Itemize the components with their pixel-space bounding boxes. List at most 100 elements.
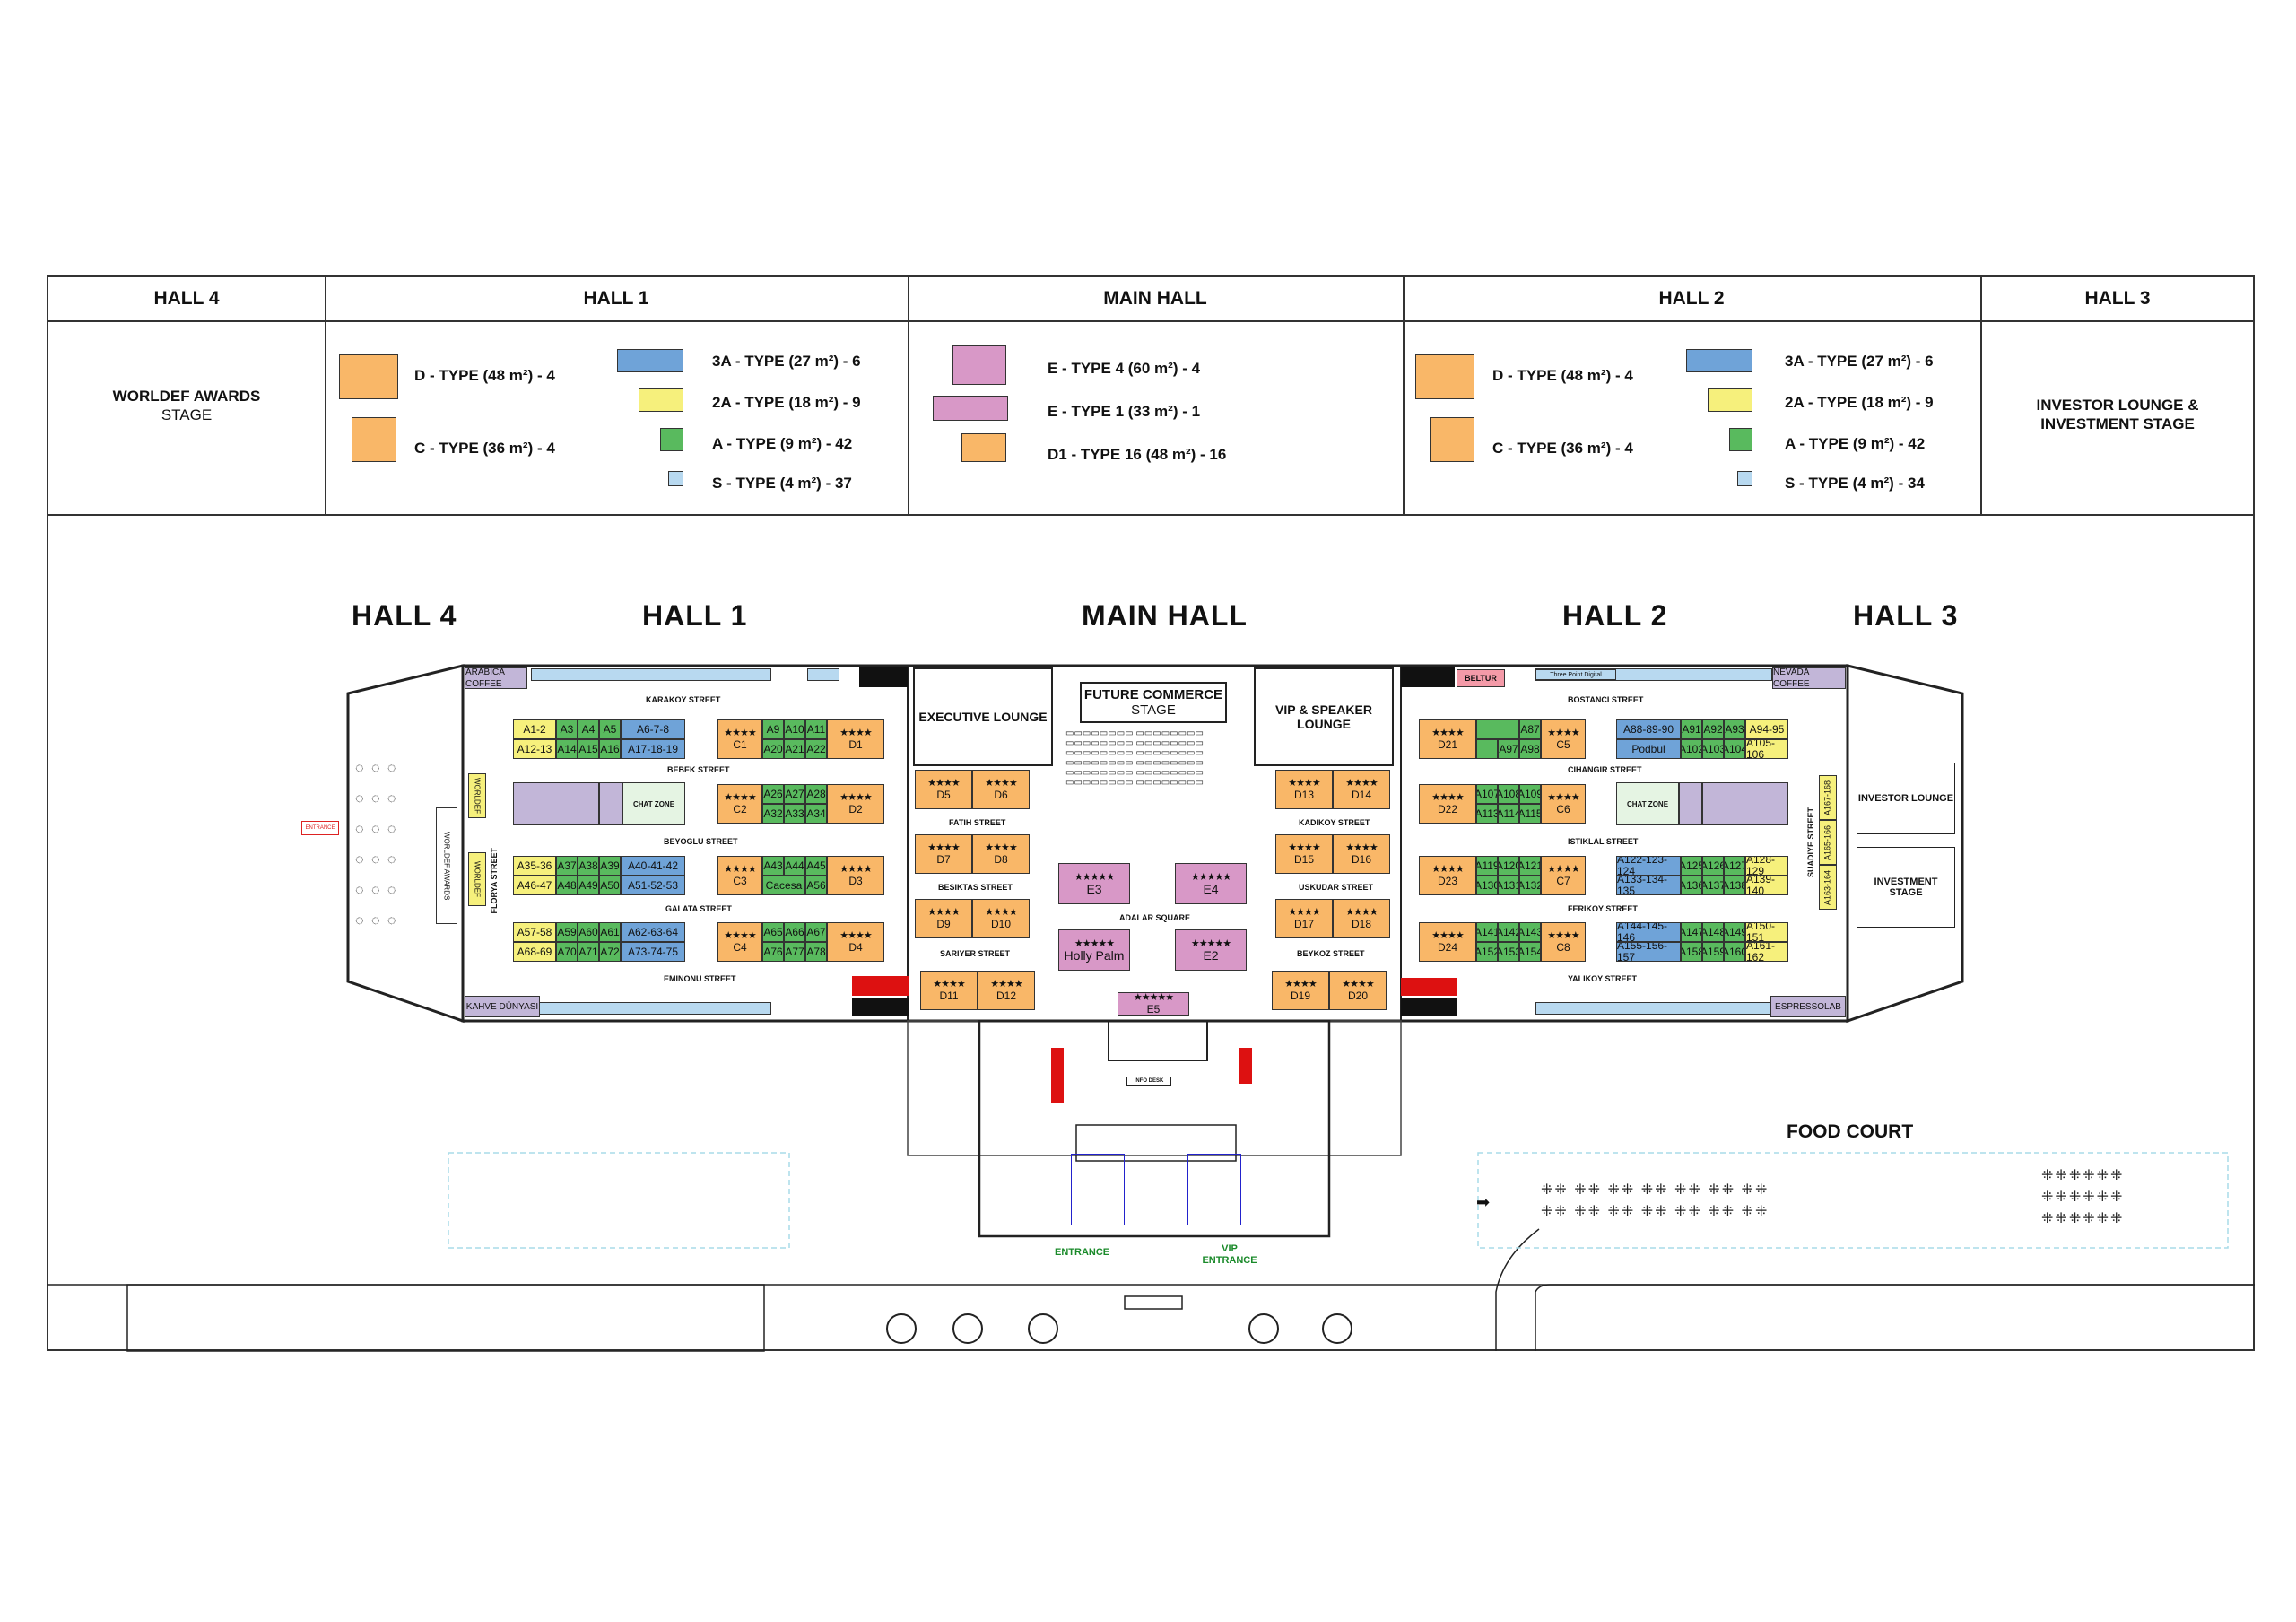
booth-a60[interactable]: A60 (578, 922, 599, 942)
booth-a121[interactable]: A121 (1519, 856, 1541, 876)
booth-c1[interactable]: ★★★★C1 (718, 719, 762, 759)
arabica-coffee[interactable]: ARABICA COFFEE (465, 667, 527, 689)
booth-a132[interactable]: A132 (1519, 876, 1541, 895)
booth-a154[interactable]: A154 (1519, 942, 1541, 962)
booth-a27[interactable]: A27 (784, 784, 805, 804)
investor-lounge[interactable]: INVESTOR LOUNGE (1857, 763, 1955, 834)
booth-a109[interactable]: A109 (1519, 784, 1541, 804)
booth-a114[interactable]: A114 (1498, 804, 1519, 824)
booth-a92[interactable]: A92 (1702, 719, 1724, 739)
booth-a10[interactable]: A10 (784, 719, 805, 739)
booth-a131[interactable]: A131 (1498, 876, 1519, 895)
booth-a40-41-42[interactable]: A40-41-42 (621, 856, 685, 876)
hall1-seating-block[interactable] (513, 782, 599, 825)
hall4-entrance[interactable]: ENTRANCE (301, 821, 339, 835)
booth-a153[interactable]: A153 (1498, 942, 1519, 962)
booth-a39[interactable]: A39 (599, 856, 621, 876)
booth-a126[interactable]: A126 (1702, 856, 1724, 876)
booth-a73-74-75[interactable]: A73-74-75 (621, 942, 685, 962)
booth-a61[interactable]: A61 (599, 922, 621, 942)
booth-a127[interactable]: A127 (1724, 856, 1745, 876)
booth-a67[interactable]: A67 (805, 922, 827, 942)
booth-a137[interactable]: A137 (1702, 876, 1724, 895)
booth-a133-134-135[interactable]: A133-134-135 (1616, 876, 1681, 895)
hall2-green-booth[interactable] (1476, 719, 1519, 739)
booth-c8[interactable]: ★★★★C8 (1541, 922, 1586, 962)
booth-a97[interactable]: A97 (1498, 739, 1519, 759)
booth-a91[interactable]: A91 (1681, 719, 1702, 739)
booth-a149[interactable]: A149 (1724, 922, 1745, 942)
booth-d2[interactable]: ★★★★D2 (827, 784, 884, 824)
booth-a165-166[interactable]: A165-166 (1819, 820, 1837, 865)
booth-a48[interactable]: A48 (556, 876, 578, 895)
booth-d6[interactable]: ★★★★D6 (972, 770, 1030, 809)
booth-a44[interactable]: A44 (784, 856, 805, 876)
booth-e2[interactable]: ★★★★★E2 (1175, 929, 1247, 971)
booth-a98[interactable]: A98 (1519, 739, 1541, 759)
booth-a22[interactable]: A22 (805, 739, 827, 759)
booth-a155-156-157[interactable]: A155-156-157 (1616, 942, 1681, 962)
booth-a11[interactable]: A11 (805, 719, 827, 739)
booth-d10[interactable]: ★★★★D10 (972, 899, 1030, 938)
booth-d8[interactable]: ★★★★D8 (972, 834, 1030, 874)
booth-a142[interactable]: A142 (1498, 922, 1519, 942)
kahve-dunyasi[interactable]: KAHVE DÜNYASI (465, 996, 540, 1017)
booth-a119[interactable]: A119 (1476, 856, 1498, 876)
booth-a6-7-8[interactable]: A6-7-8 (621, 719, 685, 739)
booth-a120[interactable]: A120 (1498, 856, 1519, 876)
s-type-strip[interactable] (807, 668, 839, 681)
worldef-awards-stage[interactable]: WORLDEF AWARDS (436, 807, 457, 924)
booth-a49[interactable]: A49 (578, 876, 599, 895)
booth-a46-47[interactable]: A46-47 (513, 876, 556, 895)
future-commerce-stage[interactable]: FUTURE COMMERCE STAGE (1080, 682, 1227, 723)
booth-a148[interactable]: A148 (1702, 922, 1724, 942)
booth-a51-52-53[interactable]: A51-52-53 (621, 876, 685, 895)
booth-a20[interactable]: A20 (762, 739, 784, 759)
booth-a88-89-90[interactable]: A88-89-90 (1616, 719, 1681, 739)
booth-c4[interactable]: ★★★★C4 (718, 922, 762, 962)
booth-a167-168[interactable]: A167-168 (1819, 775, 1837, 820)
booth-d19[interactable]: ★★★★D19 (1272, 971, 1329, 1010)
booth-a50[interactable]: A50 (599, 876, 621, 895)
booth-d21[interactable]: ★★★★D21 (1419, 719, 1476, 759)
booth-a32[interactable]: A32 (762, 804, 784, 824)
booth-d18[interactable]: ★★★★D18 (1333, 899, 1390, 938)
booth-a71[interactable]: A71 (578, 942, 599, 962)
booth-e3[interactable]: ★★★★★E3 (1058, 863, 1130, 904)
booth-holly-palm[interactable]: ★★★★★Holly Palm (1058, 929, 1130, 971)
booth-a28[interactable]: A28 (805, 784, 827, 804)
booth-e5[interactable]: ★★★★★E5 (1118, 992, 1189, 1016)
booth-a65[interactable]: A65 (762, 922, 784, 942)
booth-d12[interactable]: ★★★★D12 (978, 971, 1035, 1010)
booth-a5[interactable]: A5 (599, 719, 621, 739)
booth-a33[interactable]: A33 (784, 804, 805, 824)
hall2-green-booth[interactable] (1476, 739, 1498, 759)
booth-a62-63-64[interactable]: A62-63-64 (621, 922, 685, 942)
booth-a16[interactable]: A16 (599, 739, 621, 759)
booth-a93[interactable]: A93 (1724, 719, 1745, 739)
booth-a66[interactable]: A66 (784, 922, 805, 942)
booth-a150-151[interactable]: A150-151 (1745, 922, 1788, 942)
investment-stage[interactable]: INVESTMENT STAGE (1857, 847, 1955, 928)
three-point-digital[interactable]: Three Point Digital (1535, 669, 1616, 680)
booth-d20[interactable]: ★★★★D20 (1329, 971, 1387, 1010)
booth-d4[interactable]: ★★★★D4 (827, 922, 884, 962)
booth-a9[interactable]: A9 (762, 719, 784, 739)
booth-a144-145-146[interactable]: A144-145-146 (1616, 922, 1681, 942)
booth-a26[interactable]: A26 (762, 784, 784, 804)
booth-c3[interactable]: ★★★★C3 (718, 856, 762, 895)
booth-a59[interactable]: A59 (556, 922, 578, 942)
worldef-booth[interactable]: WORLDEF (468, 852, 486, 906)
hall2-seating-block[interactable] (1702, 782, 1788, 825)
booth-d11[interactable]: ★★★★D11 (920, 971, 978, 1010)
booth-a103[interactable]: A103 (1702, 739, 1724, 759)
booth-a94-95[interactable]: A94-95 (1745, 719, 1788, 739)
booth-d23[interactable]: ★★★★D23 (1419, 856, 1476, 895)
booth-a105-106[interactable]: A105-106 (1745, 739, 1788, 759)
main-entrance-label[interactable]: ENTRANCE (1055, 1247, 1110, 1258)
booth-a38[interactable]: A38 (578, 856, 599, 876)
booth-a161-162[interactable]: A161-162 (1745, 942, 1788, 962)
booth-e4[interactable]: ★★★★★E4 (1175, 863, 1247, 904)
booth-a152[interactable]: A152 (1476, 942, 1498, 962)
booth-a43[interactable]: A43 (762, 856, 784, 876)
